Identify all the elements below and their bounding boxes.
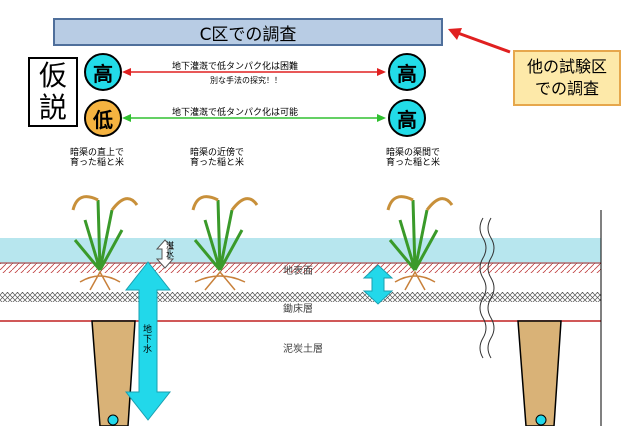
surface-label: 地表面 (283, 266, 313, 277)
surface-layer (0, 263, 601, 273)
plant-label-1-line1: 暗渠の直上で (70, 148, 125, 158)
hypothesis-box: 仮 説 (28, 57, 78, 127)
plant-label-1: 暗渠の直上で 育った稲と米 (70, 148, 124, 168)
row1-left-label: 高 (93, 61, 113, 86)
rice-plant-3 (386, 195, 454, 291)
plant-label-1-line2: 育った稲と米 (70, 158, 125, 168)
plant-label-3-line1: 暗渠の渠間で (386, 148, 441, 158)
peat-label: 泥炭土層 (283, 344, 323, 355)
drain-right (517, 320, 562, 426)
row2-left-label: 低 (93, 107, 113, 132)
row1-right-circle: 高 (388, 53, 426, 91)
title-bar: C区での調査 (53, 18, 443, 46)
hypothesis-line-2: 説 (38, 91, 67, 124)
page-title: C区での調査 (199, 24, 297, 45)
callout-line-2: での調査 (534, 79, 599, 98)
plant-label-2-line2: 育った稲と米 (190, 158, 245, 168)
flooding-label: 湛水 (166, 241, 174, 259)
other-plot-callout: 他の試験区 での調査 (513, 50, 621, 106)
plant-label-2-line1: 暗渠の近傍で (190, 148, 245, 158)
callout-line-1: 他の試験区 (526, 57, 607, 76)
groundwater-label: 地下水 (143, 325, 153, 355)
row2-text1: 地下灌漑で低タンパク化は可能 (172, 108, 299, 118)
plant-label-3: 暗渠の渠間で 育った稲と米 (386, 148, 440, 168)
hypothesis-line-1: 仮 (38, 59, 67, 92)
rice-plant-1 (71, 195, 139, 291)
row1-text2: 別な手法の探究！！ (210, 76, 282, 85)
plant-label-2: 暗渠の近傍で 育った稲と米 (190, 148, 244, 168)
drain-left (91, 320, 136, 426)
row2-left-circle: 低 (84, 99, 122, 137)
plow-pan-label: 鋤床層 (283, 304, 313, 315)
row1-left-circle: 高 (84, 53, 122, 91)
plow-pan-layer (0, 292, 601, 302)
groundwater-arrow (124, 261, 172, 421)
depth-arrow (362, 264, 394, 305)
row2-right-circle: 高 (388, 99, 426, 137)
plant-label-3-line2: 育った稲と米 (386, 158, 441, 168)
callout-arrow (454, 30, 511, 54)
row2-right-label: 高 (397, 107, 417, 132)
row1-text1: 地下灌漑で低タンパク化は困難 (172, 62, 299, 72)
rice-plant-2 (191, 195, 259, 291)
row1-right-label: 高 (397, 61, 417, 86)
